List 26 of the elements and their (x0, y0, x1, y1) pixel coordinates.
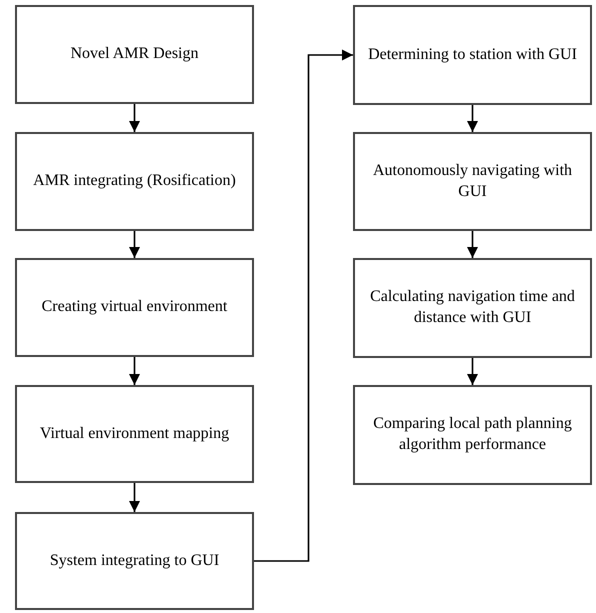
arrow (466, 358, 478, 385)
step-text: Creating virtual environment (42, 297, 228, 318)
process-box (353, 258, 592, 358)
arrow (254, 49, 353, 562)
arrow (128, 104, 140, 132)
step-text: Comparing local path planning algorithm performance (372, 414, 573, 455)
step-text: Determining to station with GUI (368, 44, 577, 65)
process-box (353, 5, 592, 105)
arrow (128, 483, 140, 512)
process-box (353, 132, 592, 231)
step-text: AMR integrating (Rosification) (33, 171, 236, 192)
arrow (466, 231, 478, 258)
process-box (15, 385, 254, 483)
process-box (15, 5, 254, 104)
arrow (128, 231, 140, 258)
process-box (15, 258, 254, 357)
step-text: Virtual environment mapping (40, 424, 230, 444)
arrow (128, 357, 140, 385)
step-text: Calculating navigation time and distance with GUI (369, 287, 576, 328)
process-box (353, 385, 592, 485)
process-box (15, 132, 254, 231)
arrow (466, 105, 478, 132)
step-text: Autonomously navigating with GUI (372, 160, 574, 202)
step-text: System integrating to GUI (50, 550, 220, 571)
step-text: Novel AMR Design (70, 44, 198, 64)
process-box (15, 512, 254, 610)
